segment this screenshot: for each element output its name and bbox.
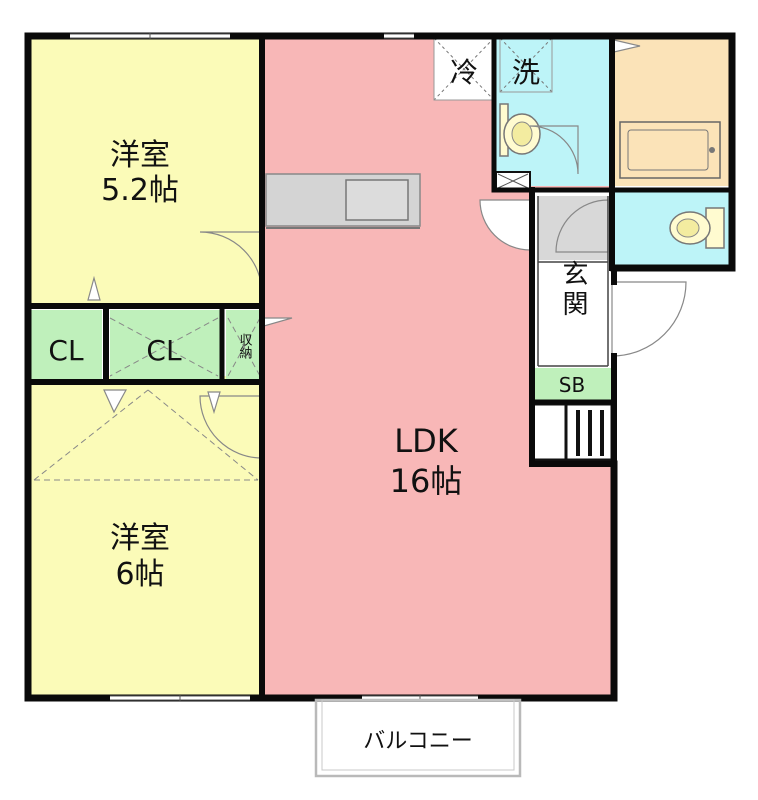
balcony-label: バルコニー bbox=[363, 729, 473, 754]
western-room-1-floor bbox=[30, 38, 262, 306]
storage-floor bbox=[226, 310, 262, 380]
washroom-floor bbox=[494, 38, 612, 186]
washer-mark bbox=[499, 37, 553, 93]
toilet-icon bbox=[499, 103, 541, 157]
western-room-2-size: 6帖 bbox=[115, 557, 164, 592]
small-x-mark bbox=[497, 173, 529, 189]
fridge-mark bbox=[433, 37, 495, 101]
thin-lines bbox=[537, 196, 609, 367]
western-room-1-size: 5.2帖 bbox=[101, 173, 179, 208]
ldk-name: LDK bbox=[394, 422, 458, 460]
toilet-icon bbox=[669, 207, 725, 249]
window-sills bbox=[70, 33, 478, 701]
shoe-box-label: SB bbox=[559, 373, 585, 397]
bathtub-icon bbox=[619, 121, 721, 179]
hidden-line-marks bbox=[33, 303, 261, 481]
balcony-outline bbox=[314, 698, 522, 778]
closet-2-floor bbox=[110, 310, 220, 380]
ldk-size: 16帖 bbox=[390, 462, 463, 500]
shoe-box-floor bbox=[532, 368, 612, 402]
western-room-1-name: 洋室 bbox=[110, 138, 170, 173]
entrance-label: 玄関 bbox=[558, 260, 588, 320]
entrance-floor bbox=[538, 196, 608, 260]
entry-louver-slats bbox=[576, 410, 604, 456]
washer-label: 洗 bbox=[512, 56, 540, 89]
kitchen-sink-icon bbox=[345, 179, 409, 221]
western-room-2-name: 洋室 bbox=[110, 521, 170, 556]
storage-label: 収納 bbox=[237, 333, 253, 360]
closet-1-label: CL bbox=[48, 334, 84, 367]
closet-2-label: CL bbox=[146, 334, 182, 367]
closet-1-floor bbox=[30, 310, 102, 380]
fridge-label: 冷 bbox=[450, 56, 478, 89]
entry-cabinet bbox=[530, 402, 568, 462]
entrance-hall bbox=[538, 262, 608, 366]
